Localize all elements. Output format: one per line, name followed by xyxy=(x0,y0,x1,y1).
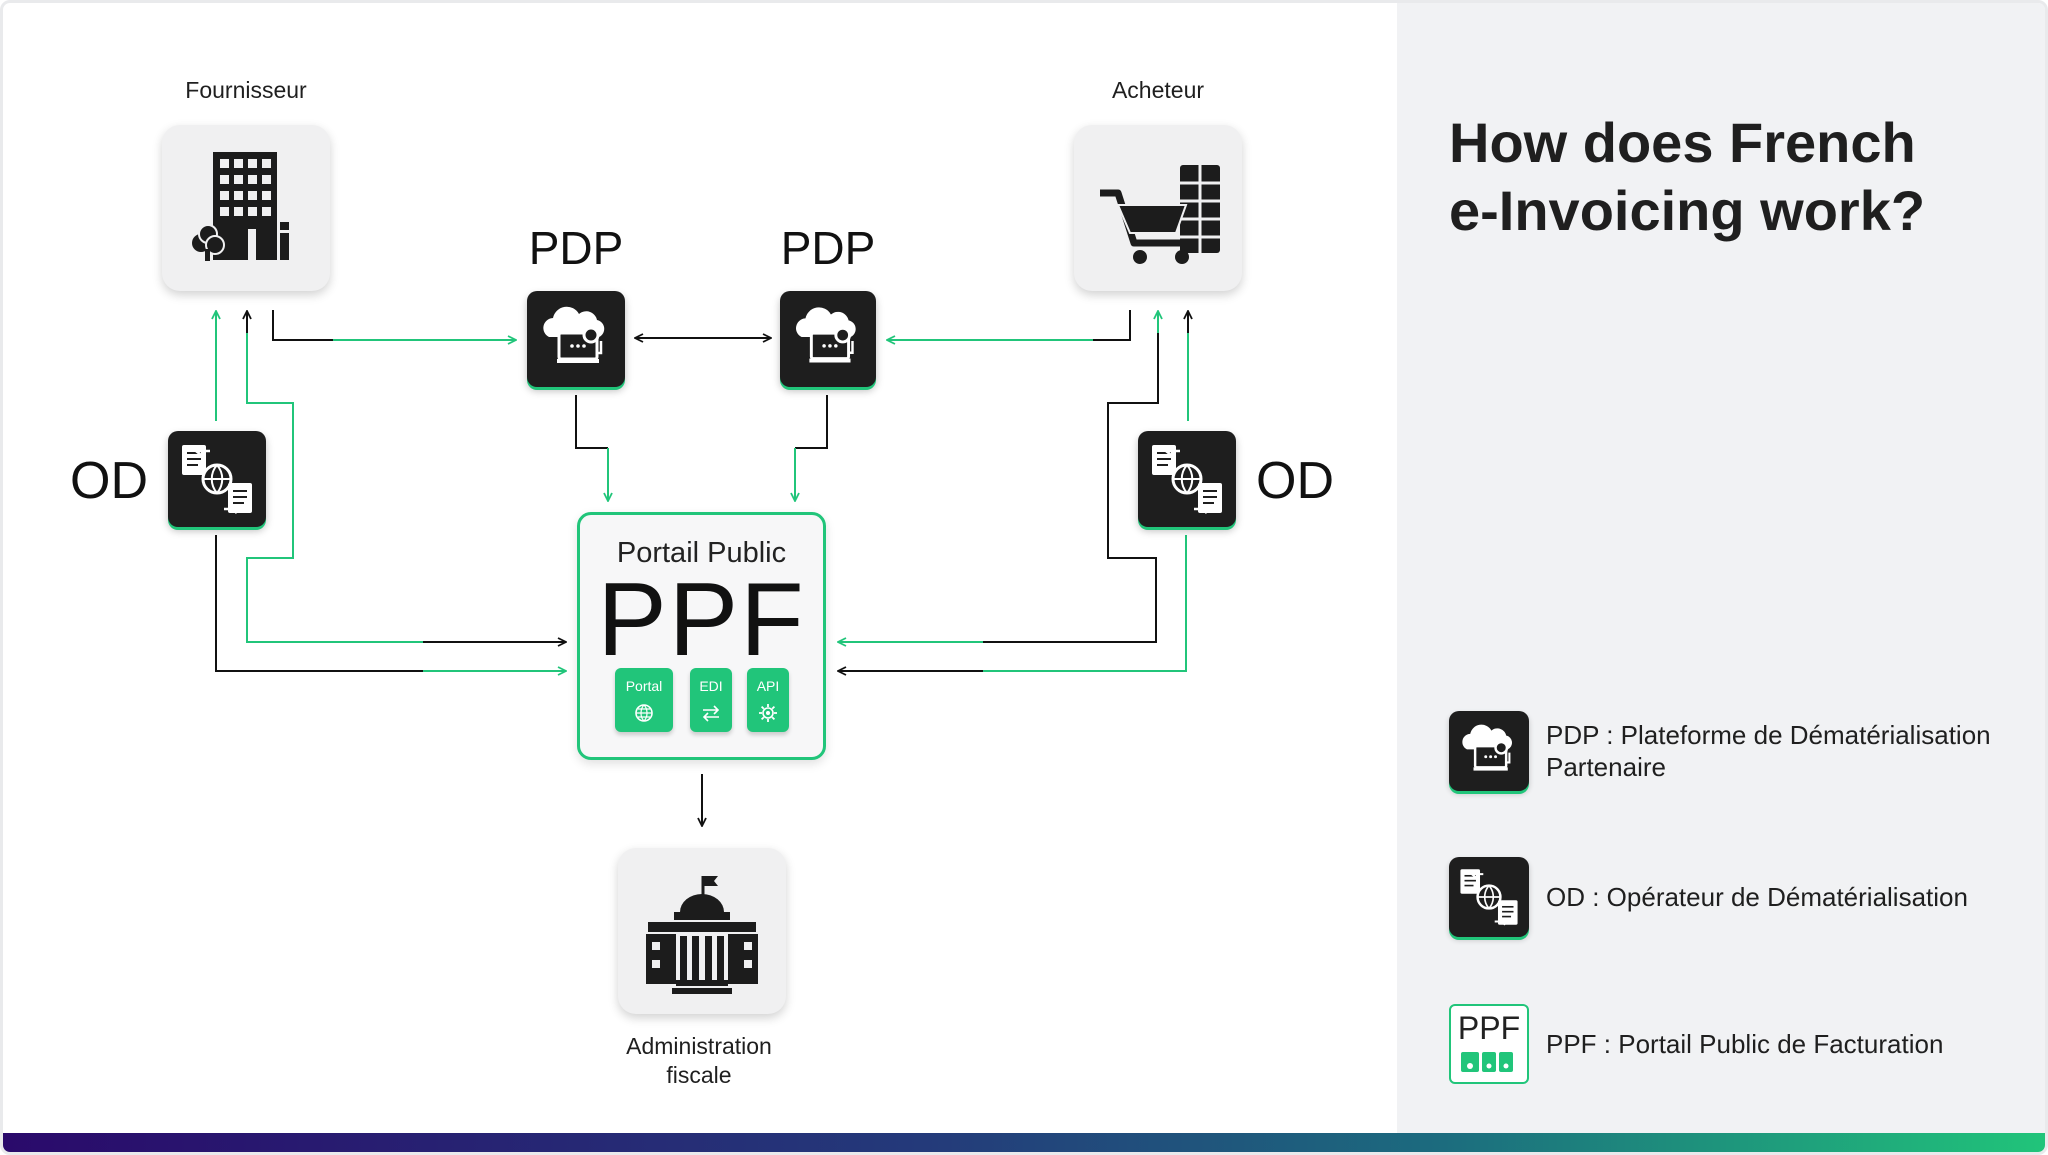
pdp-left-label: PDP xyxy=(528,222,624,274)
edge-od-left-to-ppf xyxy=(215,535,423,672)
od-left-tile[interactable] xyxy=(168,431,266,527)
edge-ppf-to-supplier xyxy=(246,333,566,643)
shopping-cart-icon xyxy=(1100,165,1220,264)
side-panel xyxy=(1397,3,2045,1133)
legend-pdp-tile xyxy=(1449,711,1529,791)
legend-pdp-line1: PDP : Plateforme de Dématérialisation xyxy=(1546,720,1991,750)
legend-ppf-tile: PPF xyxy=(1449,1004,1529,1084)
page-title-line2: e-Invoicing work? xyxy=(1449,179,1926,242)
bottom-gradient-bar xyxy=(3,1133,2045,1152)
ppf-chip-api[interactable]: API xyxy=(747,668,789,732)
legend-od-line1: OD : Opérateur de Dématérialisation xyxy=(1546,882,1968,912)
edge-buyer-to-pdp xyxy=(953,310,1131,341)
office-building-icon xyxy=(190,152,289,261)
pdp-right-label: PDP xyxy=(780,222,876,274)
pdp-left-tile[interactable] xyxy=(527,291,625,387)
pdp-right-tile[interactable] xyxy=(780,291,876,387)
document-exchange-icon xyxy=(1460,869,1518,926)
ppf-box[interactable]: Portail Public PPF Portal EDI API xyxy=(577,512,826,760)
legend-ppf-mini-title: PPF xyxy=(1457,1010,1521,1046)
od-left-label: OD xyxy=(70,452,148,510)
buyer-card[interactable] xyxy=(1074,125,1242,291)
connectors xyxy=(3,310,1397,1133)
e-invoicing-diagram: Fournisseur Acheteur xyxy=(3,3,1397,1133)
supplier-label: Fournisseur xyxy=(185,77,307,103)
ppf-title: PPF xyxy=(597,562,806,678)
ppf-mini-icon xyxy=(1461,1052,1513,1072)
tax-admin-card[interactable] xyxy=(618,848,786,1014)
buyer-label: Acheteur xyxy=(1111,77,1205,103)
page-title: How does French e-Invoicing work? xyxy=(1449,109,2009,245)
ppf-chip-edi[interactable]: EDI xyxy=(690,668,732,732)
legend-pdp-text: PDP : Plateforme de Dématérialisation Pa… xyxy=(1546,719,2026,783)
gear-icon xyxy=(759,704,777,722)
legend-pdp-line2: Partenaire xyxy=(1546,752,1666,782)
edge-supplier-to-pdp xyxy=(272,310,516,341)
cloud-platform-icon xyxy=(543,306,605,363)
edge-od-right-to-ppf xyxy=(838,535,1187,672)
ppf-chip-portal-label: Portal xyxy=(625,678,663,694)
tax-admin-label-line2: fiscale xyxy=(666,1062,732,1088)
legend-ppf-text: PPF : Portail Public de Facturation xyxy=(1546,1028,2026,1060)
legend-ppf-line1: PPF : Portail Public de Facturation xyxy=(1546,1029,1944,1059)
globe-icon xyxy=(635,704,653,722)
document-exchange-icon xyxy=(182,445,252,514)
legend-od-text: OD : Opérateur de Dématérialisation xyxy=(1546,881,2026,913)
ppf-subtitle: Portail Public xyxy=(616,537,787,569)
od-right-label: OD xyxy=(1256,452,1334,510)
legend-od-tile xyxy=(1449,857,1529,937)
ppf-chip-edi-label: EDI xyxy=(699,678,723,694)
ppf-chip-api-label: API xyxy=(756,678,780,694)
ppf-chip-portal[interactable]: Portal xyxy=(615,668,673,732)
page-title-line1: How does French xyxy=(1449,111,1916,174)
government-building-icon xyxy=(646,876,758,994)
edge-ppf-to-buyer xyxy=(838,311,1159,643)
supplier-card[interactable] xyxy=(162,125,330,291)
edge-pdp-left-to-ppf xyxy=(575,395,608,449)
cloud-platform-icon xyxy=(1462,724,1513,771)
document-exchange-icon xyxy=(1152,445,1222,514)
tax-admin-label-line1: Administration xyxy=(626,1033,772,1059)
exchange-arrows-icon xyxy=(702,705,720,722)
cloud-platform-icon xyxy=(796,307,856,363)
od-right-tile[interactable] xyxy=(1138,431,1236,527)
edge-pdp-right-to-ppf xyxy=(795,395,828,449)
